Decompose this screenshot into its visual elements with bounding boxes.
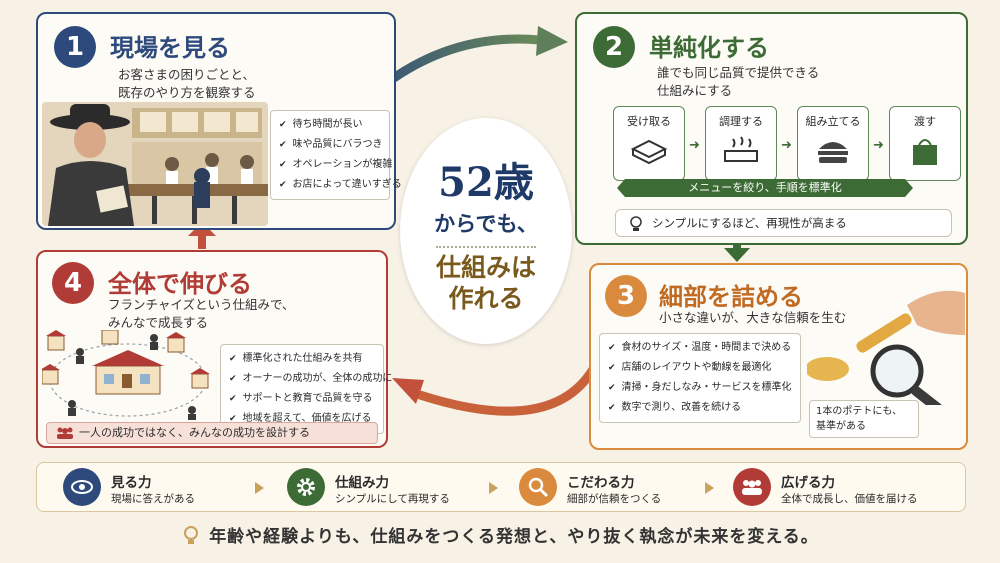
gear-icon — [287, 468, 325, 506]
bag-icon — [913, 139, 937, 165]
card-simplify: 2 単純化する 誰でも同じ品質で提供できる 仕組みにする 受け取る ➜ 調理する… — [575, 12, 968, 245]
checklist-item: オペレーションが複雑 — [279, 155, 393, 175]
magnifier-icon — [519, 468, 557, 506]
power-desc: 現場に答えがある — [111, 493, 195, 505]
arrow-4-to-1-shaft — [198, 233, 206, 249]
banner-text: 一人の成功ではなく、みんなの成功を設計する — [79, 426, 310, 439]
chevron-right-icon — [705, 482, 714, 494]
center-line-4: 作れる — [448, 284, 524, 313]
issue-checklist: 待ち時間が長い 味や品質にバラつき オペレーションが複雑 お店によって違いすぎる — [270, 110, 402, 200]
chevron-right-icon — [489, 482, 498, 494]
card-subtitle: お客さまの困りごとと、 既存のやり方を観察する — [118, 66, 256, 102]
step-assemble: 組み立てる — [797, 106, 869, 181]
tip-box: シンプルにするほど、再現性が高まる — [615, 209, 952, 237]
shared-success-banner: 一人の成功ではなく、みんなの成功を設計する — [46, 422, 378, 444]
card-refine-details: 3 細部を詰める 小さな違いが、大きな信頼を生む 食材のサイズ・温度・時間まで決… — [589, 263, 968, 450]
card-title: 現場を見る — [110, 34, 230, 62]
arrow-1-to-2-head — [536, 26, 568, 56]
four-powers-strip: 見る力 現場に答えがある 仕組み力 シンプルにして再現する こだわる力 細部が信… — [36, 462, 966, 512]
footer-text: 年齢や経験よりも、仕組みをつくる発想と、やり抜く執念が未来を変える。 — [209, 527, 819, 547]
power-desc: シンプルにして再現する — [335, 493, 450, 505]
detail-checklist: 食材のサイズ・温度・時間まで決める 店舗のレイアウトや動線を最適化 清掃・身だし… — [599, 333, 801, 423]
card-subtitle: 誰でも同じ品質で提供できる 仕組みにする — [657, 64, 819, 100]
step-number: 2 — [593, 26, 635, 68]
checklist-item: 味や品質にバラつき — [279, 135, 383, 155]
chevron-right-icon: ➜ — [689, 138, 700, 153]
eye-icon — [63, 468, 101, 506]
power-title: こだわる力 — [567, 475, 635, 491]
checklist-item: 標準化された仕組みを共有 — [229, 349, 375, 369]
subtitle-line-1: フランチャイズという仕組みで、 — [108, 297, 295, 312]
lightbulb-icon — [184, 526, 199, 544]
power-desc: 全体で成長し、価値を届ける — [781, 493, 918, 505]
power-title: 仕組み力 — [335, 475, 389, 491]
step-number: 1 — [54, 26, 96, 68]
burger-icon — [818, 142, 848, 163]
step-label: 調理する — [719, 115, 763, 128]
people-icon — [57, 427, 73, 439]
dotted-divider — [436, 246, 536, 248]
step-hand-over: 渡す — [889, 106, 961, 181]
cooking-pan-icon — [724, 136, 758, 162]
checklist-item: 地域を超えて、価値を広げる — [229, 409, 375, 429]
subtitle-line-2: みんなで成長する — [108, 315, 209, 330]
checklist-item: オーナーの成功が、全体の成功に — [229, 369, 393, 389]
checklist-item: 食材のサイズ・温度・時間まで決める — [608, 338, 792, 358]
checklist-item: お店によって違いすぎる — [279, 175, 402, 195]
card-title: 細部を詰める — [659, 283, 803, 311]
power-title: 広げる力 — [781, 475, 835, 491]
card-subtitle: フランチャイズという仕組みで、 みんなで成長する — [108, 296, 295, 332]
step-number: 3 — [605, 275, 647, 317]
checklist-item: 待ち時間が長い — [279, 115, 381, 135]
center-message: 52歳 からでも、 仕組みは 作れる — [400, 118, 572, 344]
center-line-3: 仕組みは — [435, 253, 536, 282]
subtitle-line-2: 既存のやり方を観察する — [118, 85, 256, 100]
note-line-2: 基準がある — [816, 421, 866, 432]
step-label: 組み立てる — [805, 115, 861, 128]
step-cook: 調理する — [705, 106, 777, 181]
center-age: 52歳 — [438, 159, 534, 206]
card-title: 全体で伸びる — [108, 270, 252, 298]
checklist-item: 清掃・身だしなみ・サービスを標準化 — [608, 378, 792, 398]
power-desc: 細部が信頼をつくる — [567, 493, 662, 505]
chevron-right-icon: ➜ — [781, 138, 792, 153]
center-line-2: からでも、 — [434, 211, 538, 236]
step-number: 4 — [52, 262, 94, 304]
arrow-2-to-3-head — [724, 248, 750, 262]
arrow-3-to-4-head — [392, 378, 424, 404]
potato-magnifier-illustration — [807, 290, 965, 405]
checklist-item: サポートと教育で品質を守る — [229, 389, 375, 409]
potato-note: 1本のポテトにも、 基準がある — [809, 400, 919, 438]
people-icon — [733, 468, 771, 506]
step-label: 渡す — [914, 115, 936, 128]
franchise-network-illustration — [42, 330, 210, 420]
arrow-3-to-4 — [415, 355, 603, 416]
subtitle-line-1: 誰でも同じ品質で提供できる — [657, 65, 820, 80]
step-receive: 受け取る — [613, 106, 685, 181]
standardize-band: メニューを絞り、手順を標準化 — [617, 179, 913, 197]
power-title: 見る力 — [111, 475, 152, 491]
card-title: 単純化する — [649, 34, 769, 62]
lightbulb-icon — [630, 216, 642, 231]
card-subtitle: 小さな違いが、大きな信頼を生む — [659, 310, 847, 325]
step-label: 受け取る — [627, 115, 671, 128]
subtitle-line-2: 仕組みにする — [657, 83, 733, 98]
card-see-the-field: 1 現場を見る お客さまの困りごとと、 既存のやり方を観察する 待ち時間が長い … — [36, 12, 402, 230]
footer-message: 年齢や経験よりも、仕組みをつくる発想と、やり抜く執念が未来を変える。 — [0, 522, 1000, 547]
tray-icon — [630, 139, 668, 165]
subtitle-line-1: お客さまの困りごとと、 — [118, 67, 256, 82]
detective-restaurant-illustration — [42, 102, 268, 226]
checklist-item: 数字で測り、改善を続ける — [608, 398, 792, 418]
growth-checklist: 標準化された仕組みを共有 オーナーの成功が、全体の成功に サポートと教育で品質を… — [220, 344, 393, 434]
card-grow-together: 4 全体で伸びる フランチャイズという仕組みで、 みんなで成長する 標準化された… — [36, 250, 393, 448]
tip-text: シンプルにするほど、再現性が高まる — [652, 216, 847, 230]
chevron-right-icon: ➜ — [873, 138, 884, 153]
note-line-1: 1本のポテトにも、 — [816, 406, 903, 417]
checklist-item: 店舗のレイアウトや動線を最適化 — [608, 358, 792, 378]
chevron-right-icon — [255, 482, 264, 494]
